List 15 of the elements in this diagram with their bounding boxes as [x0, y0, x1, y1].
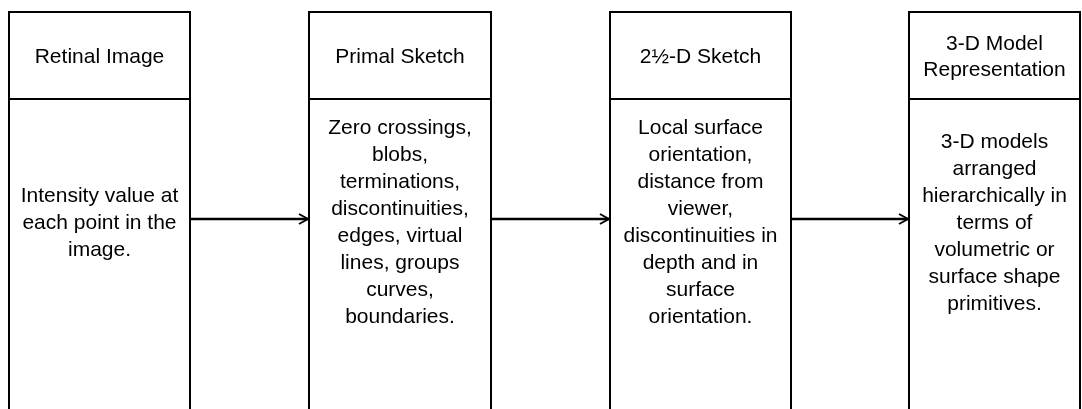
stage-description: Local surface orientation, distance from viewer, discontinuities in depth and in surface orientation.	[622, 114, 779, 329]
stage-title: Retinal Image	[34, 42, 165, 69]
arrow	[492, 213, 610, 225]
arrow	[191, 213, 309, 225]
stage-column	[8, 11, 191, 409]
stage-title: 3-D Model Representation	[922, 29, 1067, 82]
stage-title: Primal Sketch	[335, 42, 465, 69]
stage-description: 3-D models arranged hierarchically in terms of volumetric or surface shape primitives.	[921, 127, 1068, 316]
stage-column	[308, 11, 492, 409]
stage-title: 2½-D Sketch	[639, 42, 762, 69]
stage-column	[609, 11, 792, 409]
stage-description: Intensity value at each point in the image.	[19, 181, 180, 262]
arrow	[792, 213, 909, 225]
stage-column	[908, 11, 1081, 409]
stage-description: Zero crossings, blobs, terminations, discontinuities, edges, virtual lines, groups curves, boundaries.	[327, 114, 473, 329]
